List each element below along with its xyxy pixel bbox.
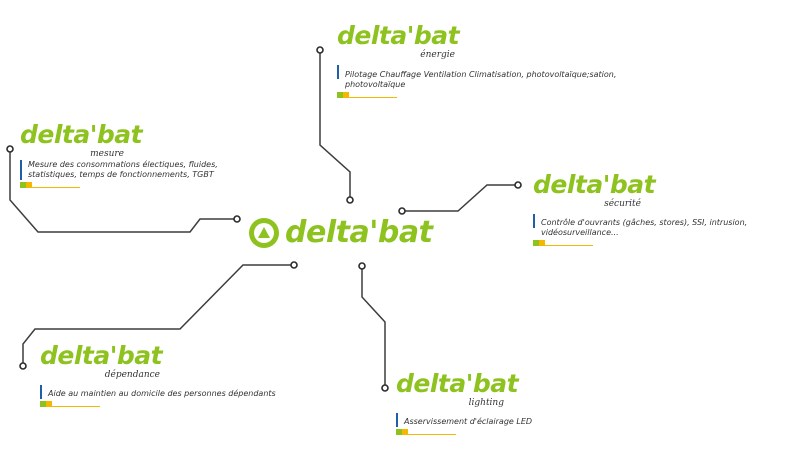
connector-lighting <box>358 262 389 392</box>
connector-mesure <box>6 145 241 233</box>
module-mesure: delta'bat mesure Mesure des consommation… <box>20 121 260 188</box>
accent-squares <box>396 429 596 435</box>
connector-dependance <box>19 261 298 370</box>
connector-securite <box>398 181 522 215</box>
module-brand: delta'bat <box>40 341 163 370</box>
module-dependance: delta'bat dépendance Aide au maintien au… <box>40 342 300 407</box>
deltabat-logo-icon <box>249 218 279 248</box>
accent-squares <box>533 240 798 246</box>
module-energie: delta'bat énergie Pilotage Chauffage Ven… <box>337 22 637 98</box>
module-subtitle: sécurité <box>604 199 641 209</box>
module-subtitle: lighting <box>468 398 504 408</box>
accent-squares <box>20 182 260 188</box>
module-brand: delta'bat <box>396 369 519 398</box>
module-subtitle: dépendance <box>104 370 160 380</box>
accent-squares <box>337 92 637 98</box>
center-logo: delta'bat <box>249 215 433 250</box>
module-brand: delta'bat <box>533 170 656 199</box>
module-securite: delta'bat sécurité Contrôle d'ouvrants (… <box>533 171 798 246</box>
module-description: Pilotage Chauffage Ventilation Climatisa… <box>345 70 617 89</box>
module-brand: delta'bat <box>20 120 143 149</box>
module-description: Mesure des consommations électiques, flu… <box>28 160 218 179</box>
module-lighting: delta'bat lighting Asservissement d'écla… <box>396 370 596 435</box>
module-description: Asservissement d'éclairage LED <box>404 417 533 426</box>
center-brand-text: delta'bat <box>285 215 433 250</box>
module-subtitle: énergie <box>420 50 455 60</box>
module-description: Aide au maintien au domicile des personn… <box>48 389 276 398</box>
module-subtitle: mesure <box>90 149 124 159</box>
module-description: Contrôle d'ouvrants (gâches, stores), SS… <box>541 218 748 237</box>
module-brand: delta'bat <box>337 21 460 50</box>
accent-squares <box>40 401 300 407</box>
connector-energie <box>316 46 354 204</box>
